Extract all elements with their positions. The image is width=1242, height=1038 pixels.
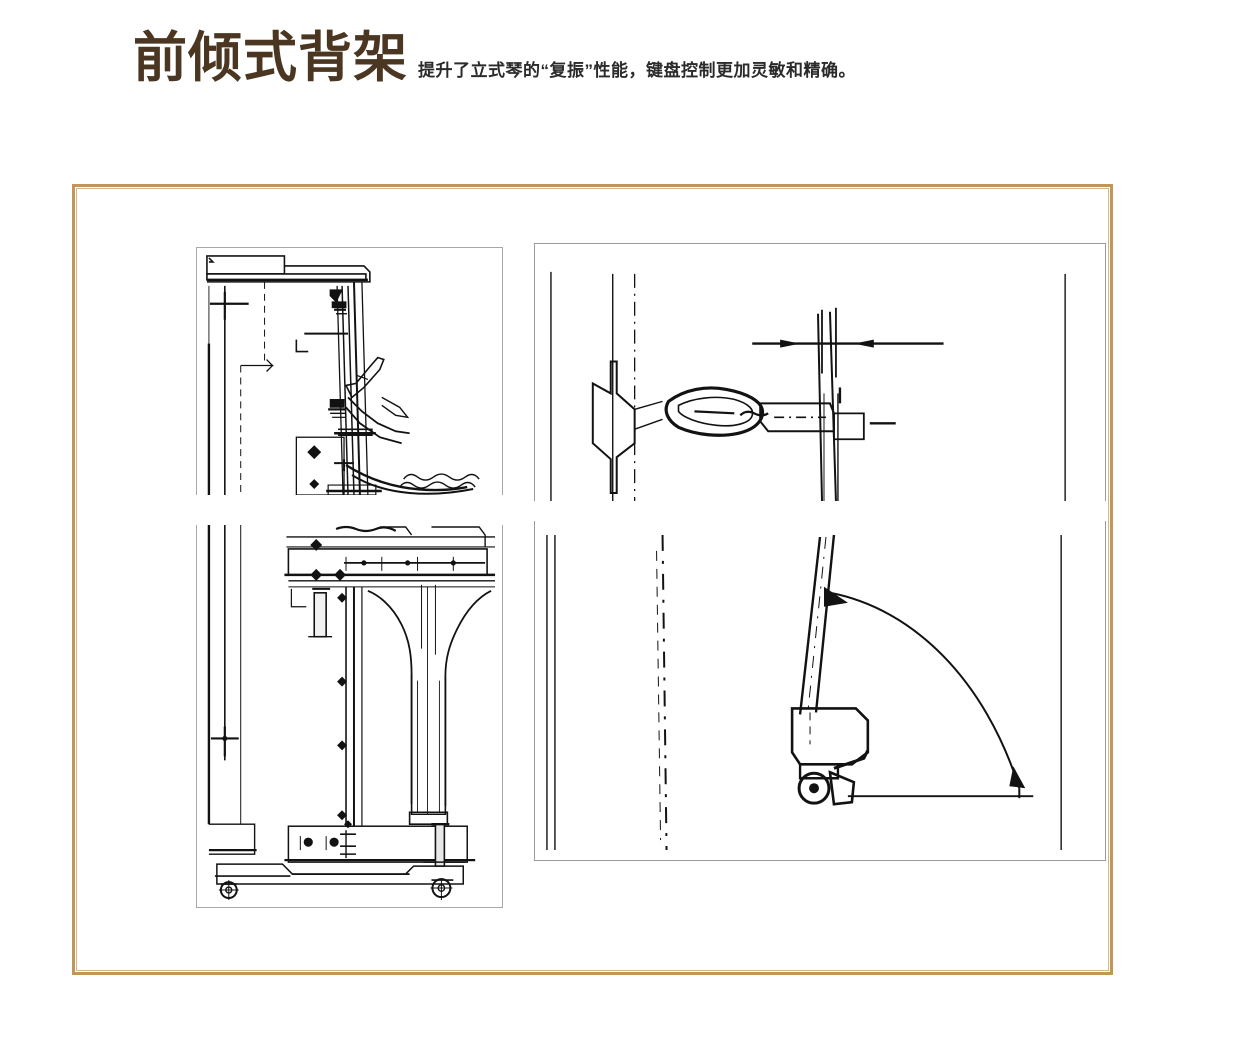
gold-border-inner-line (76, 188, 1109, 971)
gold-border-frame (72, 184, 1113, 975)
page-title: 前倾式背架 (133, 28, 408, 88)
page-subtitle: 提升了立式琴的“复振”性能，键盘控制更加灵敏和精确。 (418, 61, 856, 80)
page-header: 前倾式背架 提升了立式琴的“复振”性能，键盘控制更加灵敏和精确。 (133, 28, 856, 88)
